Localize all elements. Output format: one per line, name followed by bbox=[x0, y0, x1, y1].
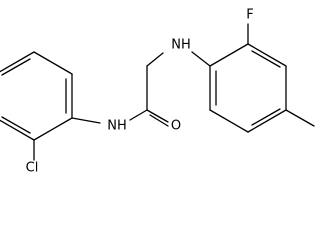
ring1-double-2 bbox=[1, 116, 31, 134]
ring2-bond-1 bbox=[209, 43, 249, 67]
molecule-drawing: Cl NH O NH F bbox=[0, 8, 315, 176]
ring1-bond-2 bbox=[33, 117, 73, 141]
chlorophenyl-ring bbox=[0, 51, 73, 141]
methyl-bond bbox=[285, 109, 315, 127]
ring1-double-3 bbox=[1, 58, 31, 76]
structure-diagram: Cl NH O NH F bbox=[0, 8, 315, 176]
ring1-bond-3 bbox=[0, 119, 35, 141]
n-ring2-bond bbox=[191, 51, 211, 67]
amine-nh-label: NH bbox=[171, 38, 191, 53]
ring2-double-2 bbox=[251, 108, 281, 126]
carbonyl-o-bond-2 bbox=[149, 114, 169, 127]
carbonyl-o-bond-1 bbox=[146, 109, 169, 123]
ring2-bond-5 bbox=[209, 109, 249, 133]
ring1-bond-6 bbox=[33, 51, 73, 75]
fluorine-label: F bbox=[246, 8, 253, 23]
ring1-bond-5 bbox=[0, 51, 35, 73]
chlorine-label: Cl bbox=[26, 161, 39, 176]
ring1-n-bond bbox=[71, 117, 101, 124]
ring2-bond-2 bbox=[247, 43, 287, 67]
ch2-n-bond bbox=[146, 52, 164, 67]
fluoromethylphenyl-ring bbox=[209, 43, 287, 133]
ring2-bond-4 bbox=[247, 109, 287, 133]
oxygen-label: O bbox=[171, 119, 181, 134]
ring2-double-1 bbox=[251, 50, 281, 68]
n-carbonyl-bond bbox=[129, 109, 148, 121]
amide-nh-label: NH bbox=[107, 119, 127, 134]
